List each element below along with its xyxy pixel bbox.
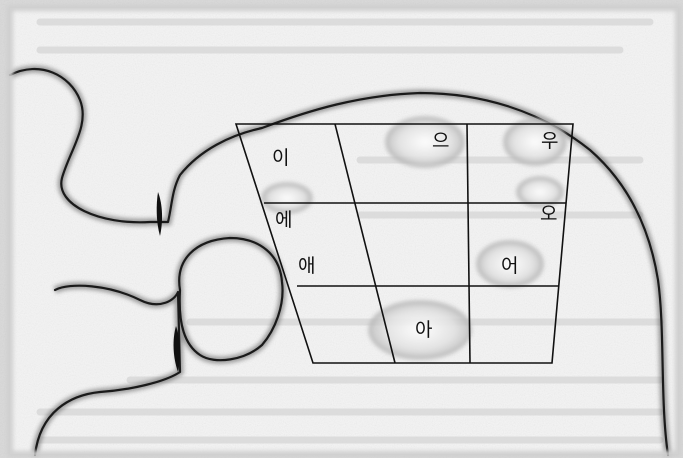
vowel-o: 오	[540, 203, 557, 225]
vowel-a: 아	[415, 319, 432, 341]
vowel-u: 우	[541, 130, 558, 152]
vowel-e: 에	[275, 209, 292, 231]
vowel-eo: 어	[501, 255, 518, 277]
vowel-eu: 으	[432, 130, 449, 152]
vowel-ae: 애	[298, 255, 315, 277]
vowel-i: 이	[272, 147, 289, 169]
